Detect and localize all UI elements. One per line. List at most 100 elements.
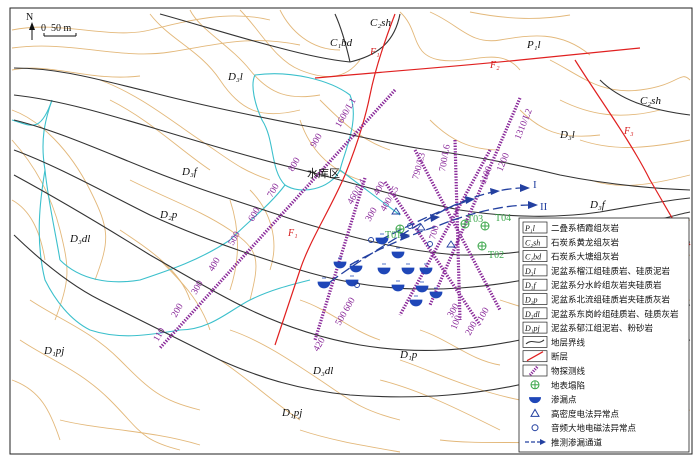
anomaly-markers [354, 207, 456, 288]
survey-line-l4 [313, 177, 367, 341]
arrow-head [528, 201, 538, 209]
topographic-contours [11, 9, 691, 453]
legend-swatch [522, 250, 548, 262]
unit-label-d3dl-left: D₃dl [69, 233, 90, 245]
amt-anomaly-icon [427, 241, 433, 247]
legend-label: 断层 [551, 352, 568, 363]
legend-code: C₂sh [525, 238, 540, 247]
legend-item: 地表塌陷 [530, 380, 585, 391]
legend-item: 物探测线 [522, 364, 586, 377]
unit-label-d3dl-bottom: D₃dl [312, 365, 333, 377]
arrow-head [520, 184, 530, 192]
anomaly-label-i: I [533, 179, 537, 191]
seepage-point-icon [419, 263, 433, 275]
survey-lines [158, 88, 522, 350]
legend-label: 渗漏点 [551, 395, 577, 406]
legend-label: 音频大地电磁法异常点 [551, 423, 637, 434]
legend-item: C₂sh 石炭系黄龙组灰岩 [522, 235, 620, 248]
station-label-t04: T04 [495, 213, 511, 224]
unit-label-c1bd: C₁bd [330, 37, 353, 49]
legend-label: 石炭系黄龙组灰岩 [551, 237, 620, 248]
legend-swatch [522, 221, 548, 234]
fault-f2 [314, 47, 641, 79]
scale-label: 0 50 m [41, 23, 72, 34]
line-label-l6: 700/L6 [438, 144, 453, 173]
unit-label-c2sh-right: C₂sh [640, 95, 661, 107]
legend-code: C₁bd [525, 253, 542, 262]
unit-label-d1pj-bottom: D₁pj [281, 407, 302, 419]
line-label-l3-t700: 700 [428, 224, 441, 241]
unit-label-d1p: D₁p [399, 349, 418, 361]
seepage-point-icon [391, 280, 405, 292]
legend-label: 泥盆系郁江组泥岩、粉砂岩 [551, 323, 654, 334]
seepage-point-icon [401, 263, 415, 275]
geology-labels: C₁bd C₂sh P₁l C₂sh D₃l D₃l D₃f D₃f D₂p D… [43, 17, 661, 419]
seepage-point-icon [409, 295, 423, 307]
unit-label-d2p: D₂p [159, 209, 178, 221]
legend-label: 地层界线 [551, 337, 586, 348]
seepage-point-icon [333, 257, 347, 269]
amt-anomaly-icon [354, 282, 360, 288]
legend-swatch [522, 307, 548, 320]
seepage-point-icon [377, 263, 391, 275]
legend-label: 泥盆系榴江组硅质岩、硅质泥岩 [551, 266, 671, 277]
legend-code: D₂p [524, 296, 538, 305]
reservoir-label: 水库区 [307, 167, 340, 180]
seepage-channel-3 [379, 199, 471, 241]
arrow-head [490, 188, 500, 195]
legend-label: 泥盆系分水岭组灰岩夹硅质岩 [551, 280, 662, 291]
legend-label: 高密度电法异常点 [551, 409, 620, 420]
unit-label-p1l: P₁l [526, 39, 541, 51]
legend-label: 推测渗漏通道 [551, 438, 603, 449]
unit-label-d3l-right: D₃l [559, 129, 575, 141]
scale-bar: 0 50 m [41, 23, 77, 37]
legend-label: 石炭系大塘组灰岩 [551, 252, 620, 263]
legend-code: D₁pj [524, 324, 541, 333]
arrow-head [400, 232, 410, 240]
fault-labels: F₁ F₁ F₂ F₃ [287, 47, 634, 239]
arrow-head [430, 214, 440, 222]
legend-item: 地层界线 [522, 336, 586, 348]
seepage-point-icon [349, 261, 363, 273]
legend-symbol [529, 397, 541, 404]
legend-item: 高密度电法异常点 [530, 408, 620, 420]
survey-line-l7 [398, 149, 492, 316]
station-label-t03: T03 [467, 214, 483, 225]
legend-symbol [530, 380, 540, 390]
legend-label: 泥盆系东岗岭组硅质岩、硅质灰岩 [551, 309, 679, 320]
legend-swatch [522, 321, 548, 334]
unit-label-d1pj-left: D₁pj [43, 345, 64, 357]
fault-label-f1-mid: F₁ [287, 228, 298, 239]
unit-label-c2sh-top: C₂sh [370, 17, 391, 29]
fault-label-f2: F₂ [489, 60, 500, 71]
survey-line-l5 [383, 181, 482, 326]
seepage-point-icon [317, 277, 331, 289]
legend-symbol [522, 336, 548, 348]
legend-item: 音频大地电磁法异常点 [531, 423, 637, 434]
seepage-point-icon [391, 247, 405, 259]
ert-anomaly-icon [446, 240, 456, 248]
legend-code: D₃f [524, 281, 538, 290]
seepage-point-icon [375, 233, 389, 245]
legend-item: 推测渗漏通道 [525, 438, 603, 449]
fault-label-f1-top: F₁ [369, 47, 380, 58]
surface-collapse-points [395, 219, 490, 251]
legend-symbol [522, 350, 548, 363]
legend-label: 泥盆系北流组硅质岩夹硅质灰岩 [551, 295, 671, 306]
unit-label-d3f-left: D₃f [181, 166, 199, 178]
unit-label-d3l-left: D₃l [227, 71, 243, 83]
station-label-t02: T02 [488, 250, 504, 261]
seepage-point-icon [429, 287, 443, 299]
north-label: N [26, 12, 33, 23]
legend-item: C₁bd 石炭系大塘组灰岩 [522, 250, 620, 263]
legend-label: 地表塌陷 [551, 380, 585, 391]
seepage-arrows [400, 184, 538, 240]
legend-swatch [522, 235, 548, 248]
arrow-head [465, 196, 475, 204]
survey-line-l1 [158, 88, 397, 350]
